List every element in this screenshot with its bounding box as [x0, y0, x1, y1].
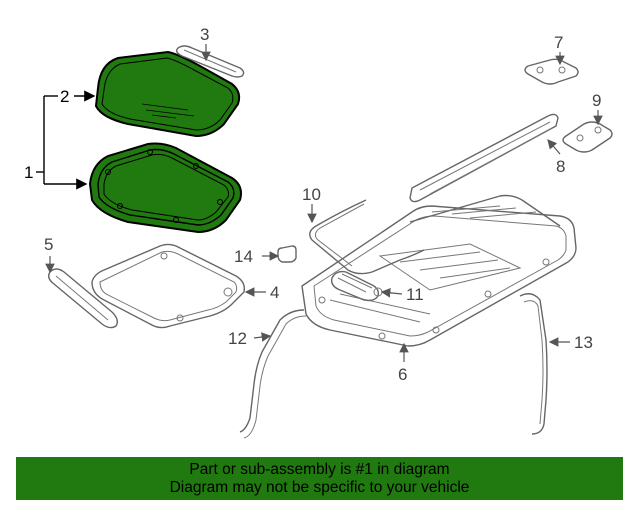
bracket-part-7[interactable] — [524, 58, 579, 85]
banner-line-2: Diagram may not be specific to your vehi… — [169, 479, 470, 496]
info-banner: Part or sub-assembly is #1 in diagram Di… — [16, 457, 623, 500]
callout-11: 11 — [406, 285, 424, 304]
bracket-part-9[interactable] — [562, 121, 613, 153]
motor-part-11[interactable] — [330, 270, 383, 302]
frame-part-4[interactable] — [91, 243, 246, 329]
callout-14: 14 — [234, 247, 253, 266]
drain-hose-part-12[interactable] — [239, 309, 307, 439]
callout-10: 10 — [302, 185, 321, 204]
banner-line-1: Part or sub-assembly is #1 in diagram — [189, 461, 450, 478]
callout-6: 6 — [398, 365, 407, 384]
housing-part-6[interactable] — [301, 194, 577, 347]
cable-part-10[interactable] — [309, 199, 425, 275]
glass-panel-part-2[interactable] — [94, 50, 241, 138]
callout-13: 13 — [574, 333, 593, 352]
bracket-leaders — [36, 44, 603, 362]
frame-part-1[interactable] — [88, 142, 242, 234]
callout-7: 7 — [554, 33, 563, 52]
guide-rail-part-8[interactable] — [409, 113, 559, 203]
callout-5: 5 — [44, 235, 53, 254]
rail-part-5[interactable] — [47, 268, 119, 329]
callout-2: 2 — [60, 87, 69, 106]
callout-9: 9 — [592, 91, 601, 110]
drain-hose-part-13[interactable] — [519, 293, 548, 435]
callout-1: 1 — [24, 163, 33, 182]
callout-8: 8 — [556, 157, 565, 176]
clip-part-14[interactable] — [277, 245, 297, 263]
callout-12: 12 — [228, 329, 247, 348]
callout-3: 3 — [200, 25, 209, 44]
callout-4: 4 — [270, 283, 279, 302]
